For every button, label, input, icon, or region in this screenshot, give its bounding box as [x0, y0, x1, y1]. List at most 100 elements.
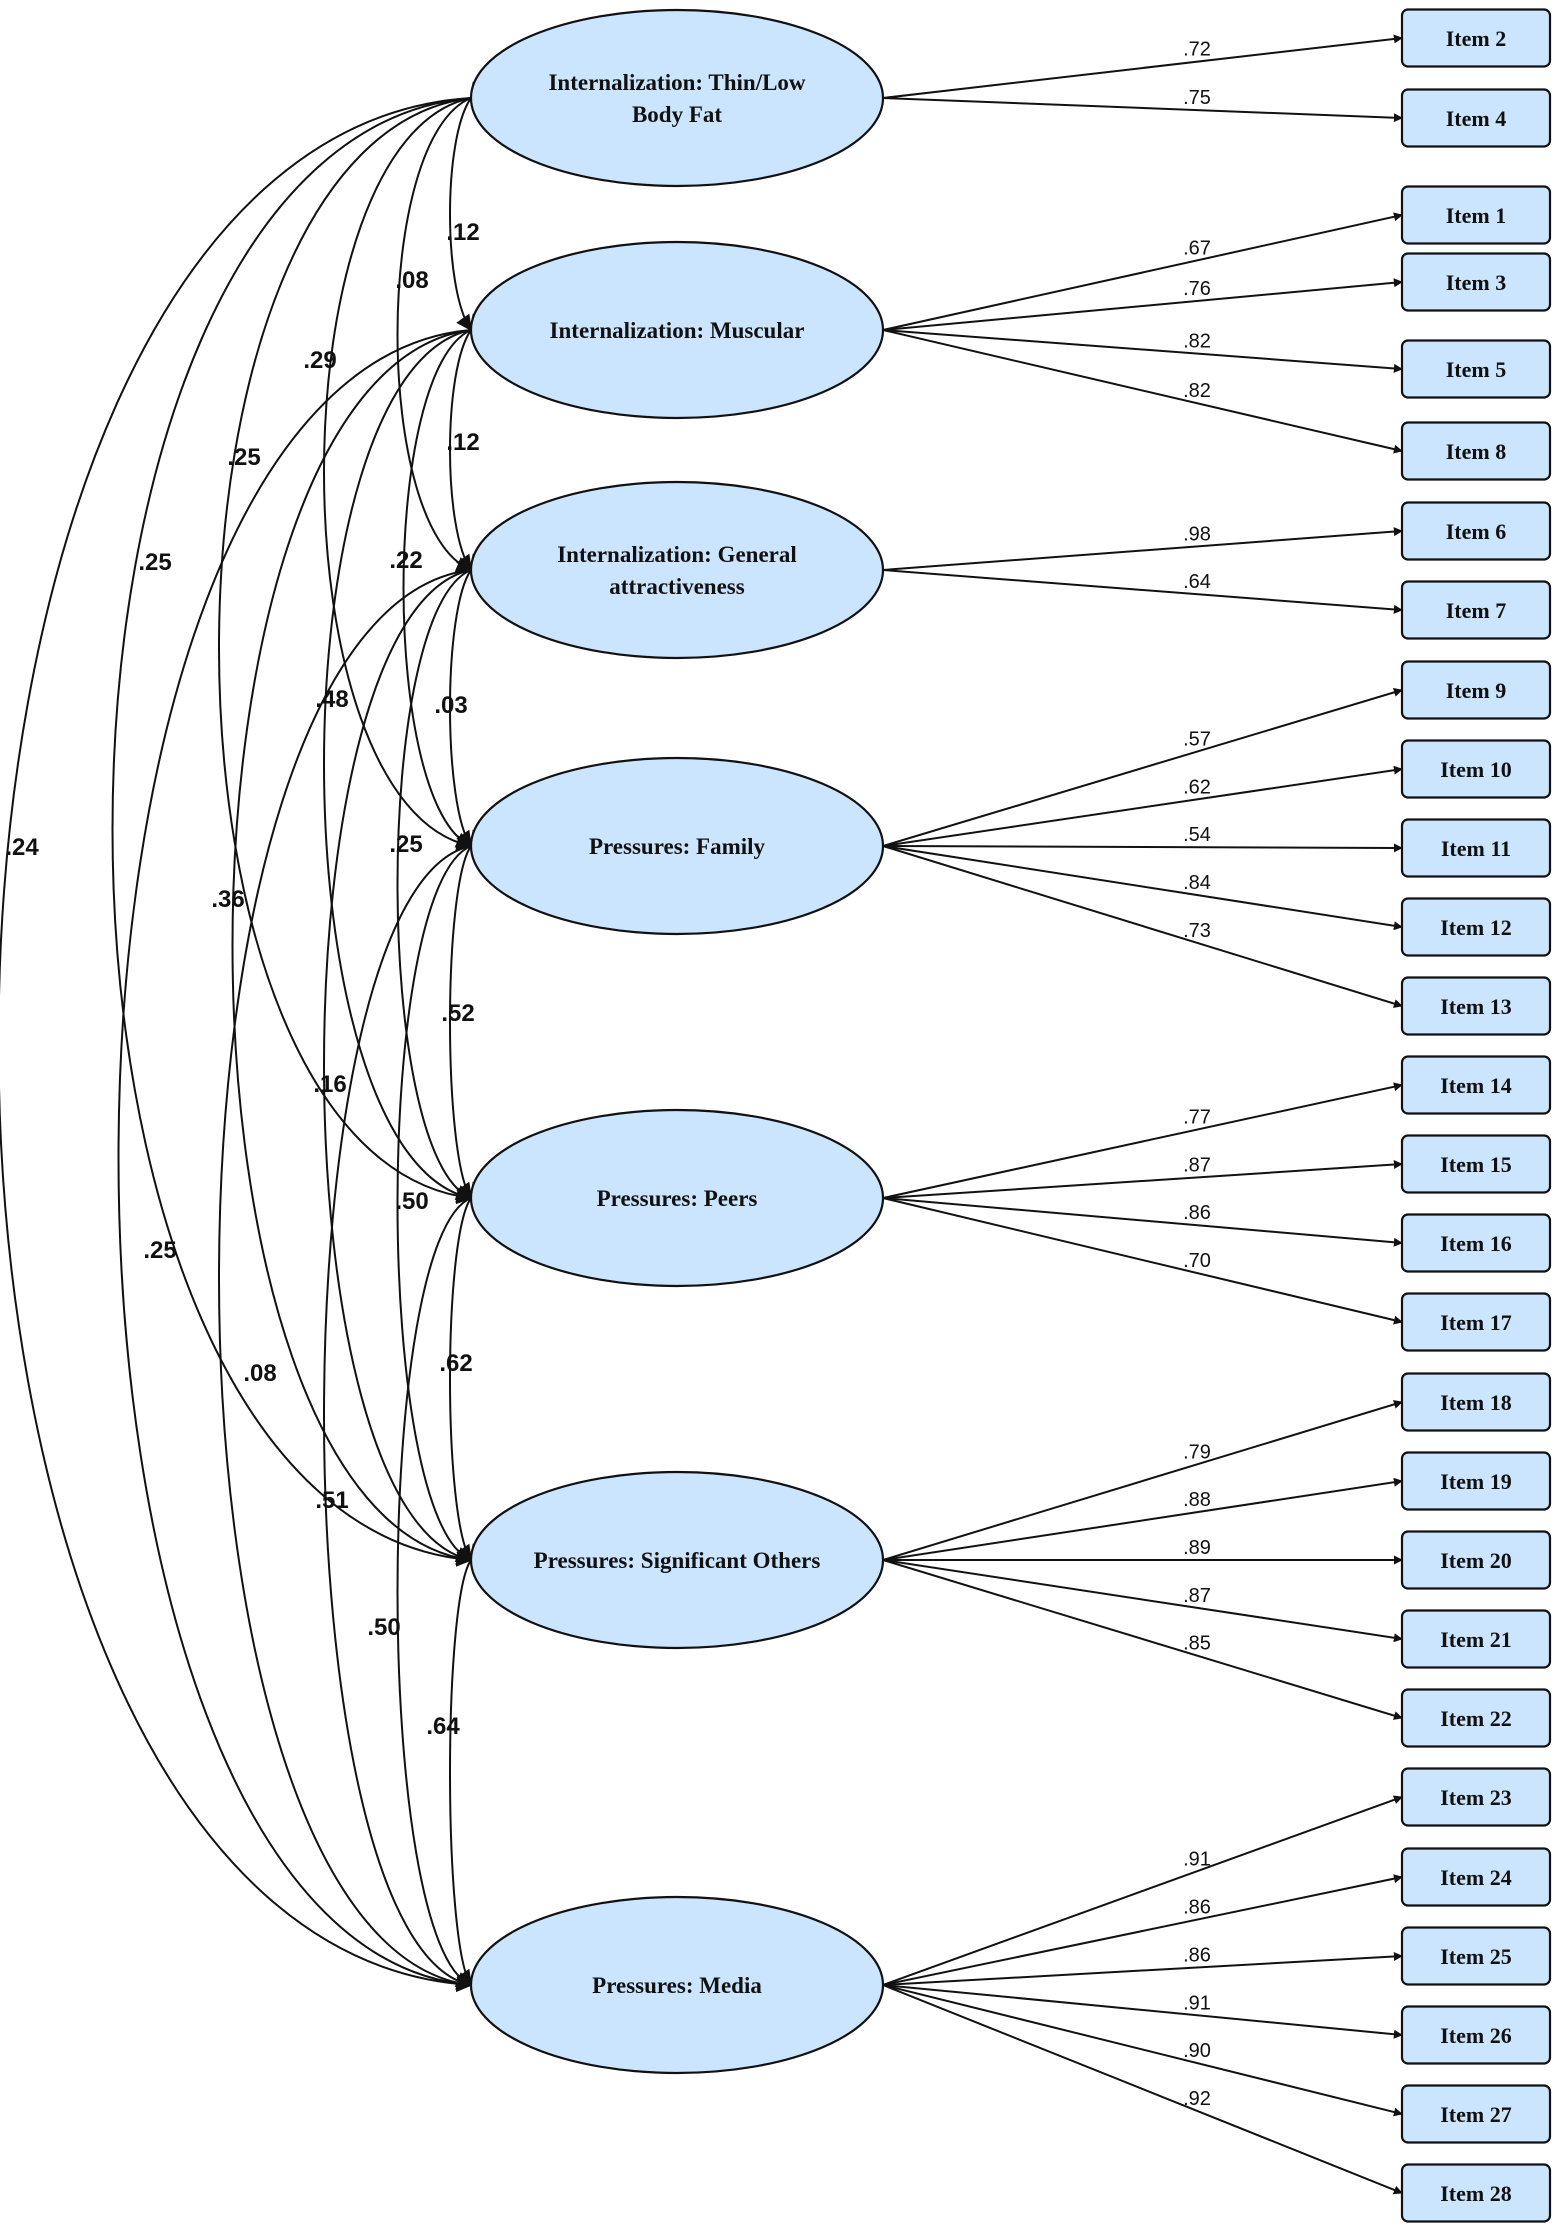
item-label: Item 17: [1440, 1310, 1511, 1335]
item-rect: [1400, 897, 1552, 957]
correlation-label-f2-f7: .25: [143, 1237, 176, 1264]
loading-label-item-21: .87: [1183, 1585, 1211, 1607]
correlation-label-f2-f6: .36: [211, 886, 244, 913]
loading-arrow-item-26: [882, 1984, 1403, 2039]
loading-label-item-24: .86: [1183, 1897, 1211, 1919]
item-label: Item 26: [1440, 2023, 1511, 2048]
item-rect: [1400, 1688, 1552, 1748]
correlation-label-f3-f7: .08: [243, 1360, 276, 1387]
item-box-item-13: Item 13: [1400, 976, 1552, 1036]
item-label: Item 2: [1446, 26, 1506, 51]
correlation-label-f2-f5: .48: [315, 686, 348, 713]
item-rect: [1400, 2084, 1552, 2144]
correlation-label-f4-f6: .50: [395, 1188, 428, 1215]
item-box-item-11: Item 11: [1400, 818, 1552, 878]
item-box-item-9: Item 9: [1400, 660, 1552, 720]
factor-ellipse: [469, 756, 885, 936]
loading-label-item-1: .67: [1183, 237, 1211, 259]
correlation-arc-f1-f3: [396, 85, 488, 572]
item-box-item-28: Item 28: [1400, 2163, 1552, 2223]
correlation-label-f1-f5: .25: [227, 444, 260, 471]
loading-label-item-26: .91: [1183, 1992, 1211, 2014]
loading-arrow-item-5: [882, 329, 1403, 373]
item-label: Item 27: [1440, 2102, 1511, 2127]
loading-label-item-4: .75: [1183, 87, 1211, 109]
item-rect: [1400, 421, 1552, 481]
item-label: Item 28: [1440, 2181, 1511, 2206]
loading-label-item-14: .77: [1183, 1107, 1211, 1129]
factor-f5: Pressures: Peers: [469, 1108, 885, 1288]
loading-arrow-item-27: [882, 1984, 1403, 2117]
correlation-arc-f2-f5: [323, 319, 487, 1203]
item-box-item-14: Item 14: [1400, 1055, 1552, 1115]
item-box-item-24: Item 24: [1400, 1847, 1552, 1907]
factor-ellipse: [469, 240, 885, 420]
factor-label: Pressures: Family: [589, 834, 766, 859]
loading-arrow-item-10: [882, 765, 1403, 847]
loading-label-item-6: .98: [1183, 523, 1211, 545]
correlation-arc-f3-f7: [218, 560, 487, 1992]
item-label: Item 19: [1440, 1469, 1511, 1494]
loading-arrow-item-17: [882, 1197, 1403, 1325]
loading-label-item-18: .79: [1183, 1441, 1211, 1463]
correlation-arc-f5-f6: [449, 1181, 486, 1562]
item-box-item-18: Item 18: [1400, 1372, 1552, 1432]
item-label: Item 1: [1446, 203, 1506, 228]
item-rect: [1400, 1767, 1552, 1827]
item-rect: [1400, 1847, 1552, 1907]
loading-label-item-8: .82: [1183, 380, 1211, 402]
loading-arrow-item-22: [882, 1559, 1403, 1720]
item-box-item-22: Item 22: [1400, 1688, 1552, 1748]
correlation-arc-f1-f5: [218, 88, 487, 1205]
correlation-label-f1-f4: .29: [303, 347, 336, 374]
item-rect: [1400, 1530, 1552, 1590]
item-box-item-6: Item 6: [1400, 501, 1552, 561]
correlation-label-f5-f7: .50: [367, 1614, 400, 1641]
factor-label: Internalization: Muscular: [550, 318, 805, 343]
correlation-arc-f3-f6: [323, 559, 487, 1565]
loading-arrow-item-4: [882, 97, 1403, 123]
item-rect: [1400, 2005, 1552, 2065]
item-label: Item 14: [1440, 1073, 1511, 1098]
factor-ellipse: [469, 480, 885, 660]
loading-arrow-item-8: [882, 329, 1403, 454]
correlation-arc-f5-f7: [396, 1185, 488, 1987]
item-rect: [1400, 88, 1552, 148]
item-label: Item 15: [1440, 1152, 1511, 1177]
correlation-label-f2-f3: .12: [446, 429, 479, 456]
factor-f2: Internalization: Muscular: [469, 240, 885, 420]
loading-arrow-item-14: [882, 1082, 1403, 1199]
item-box-item-3: Item 3: [1400, 252, 1552, 312]
loading-arrow-item-15: [882, 1160, 1403, 1199]
loading-layer: [882, 34, 1403, 2195]
factor-label: Internalization: Thin/Low: [548, 70, 805, 95]
loading-arrow-item-9: [882, 688, 1403, 847]
loading-arrow-item-23: [882, 1795, 1403, 1986]
item-rect: [1400, 1609, 1552, 1669]
factor-label: Body Fat: [632, 102, 722, 127]
loading-arrow-item-24: [882, 1874, 1403, 1986]
item-rect: [1400, 185, 1552, 245]
item-rect: [1400, 580, 1552, 640]
item-box-item-10: Item 10: [1400, 739, 1552, 799]
loading-label-item-19: .88: [1183, 1489, 1211, 1511]
loading-arrow-item-25: [882, 1951, 1403, 1986]
item-rect: [1400, 1372, 1552, 1432]
correlation-label-f5-f6: .62: [439, 1350, 472, 1377]
loading-label-item-7: .64: [1183, 571, 1211, 593]
loading-label-item-11: .54: [1183, 824, 1211, 846]
loading-arrow-item-21: [882, 1559, 1403, 1643]
item-box-item-19: Item 19: [1400, 1451, 1552, 1511]
item-label: Item 3: [1446, 270, 1506, 295]
correlation-label-f4-f7: .51: [315, 1487, 348, 1514]
correlation-label-f4-f5: .52: [441, 1000, 474, 1027]
correlation-label-f3-f6: .16: [313, 1071, 346, 1098]
item-box-item-20: Item 20: [1400, 1530, 1552, 1590]
item-rect: [1400, 1213, 1552, 1273]
item-box-item-26: Item 26: [1400, 2005, 1552, 2065]
correlation-arc-f1-f6: [111, 88, 487, 1567]
factor-label: Internalization: General: [557, 542, 797, 567]
item-label: Item 6: [1446, 519, 1506, 544]
item-rect: [1400, 1134, 1552, 1194]
item-label: Item 9: [1446, 678, 1506, 703]
